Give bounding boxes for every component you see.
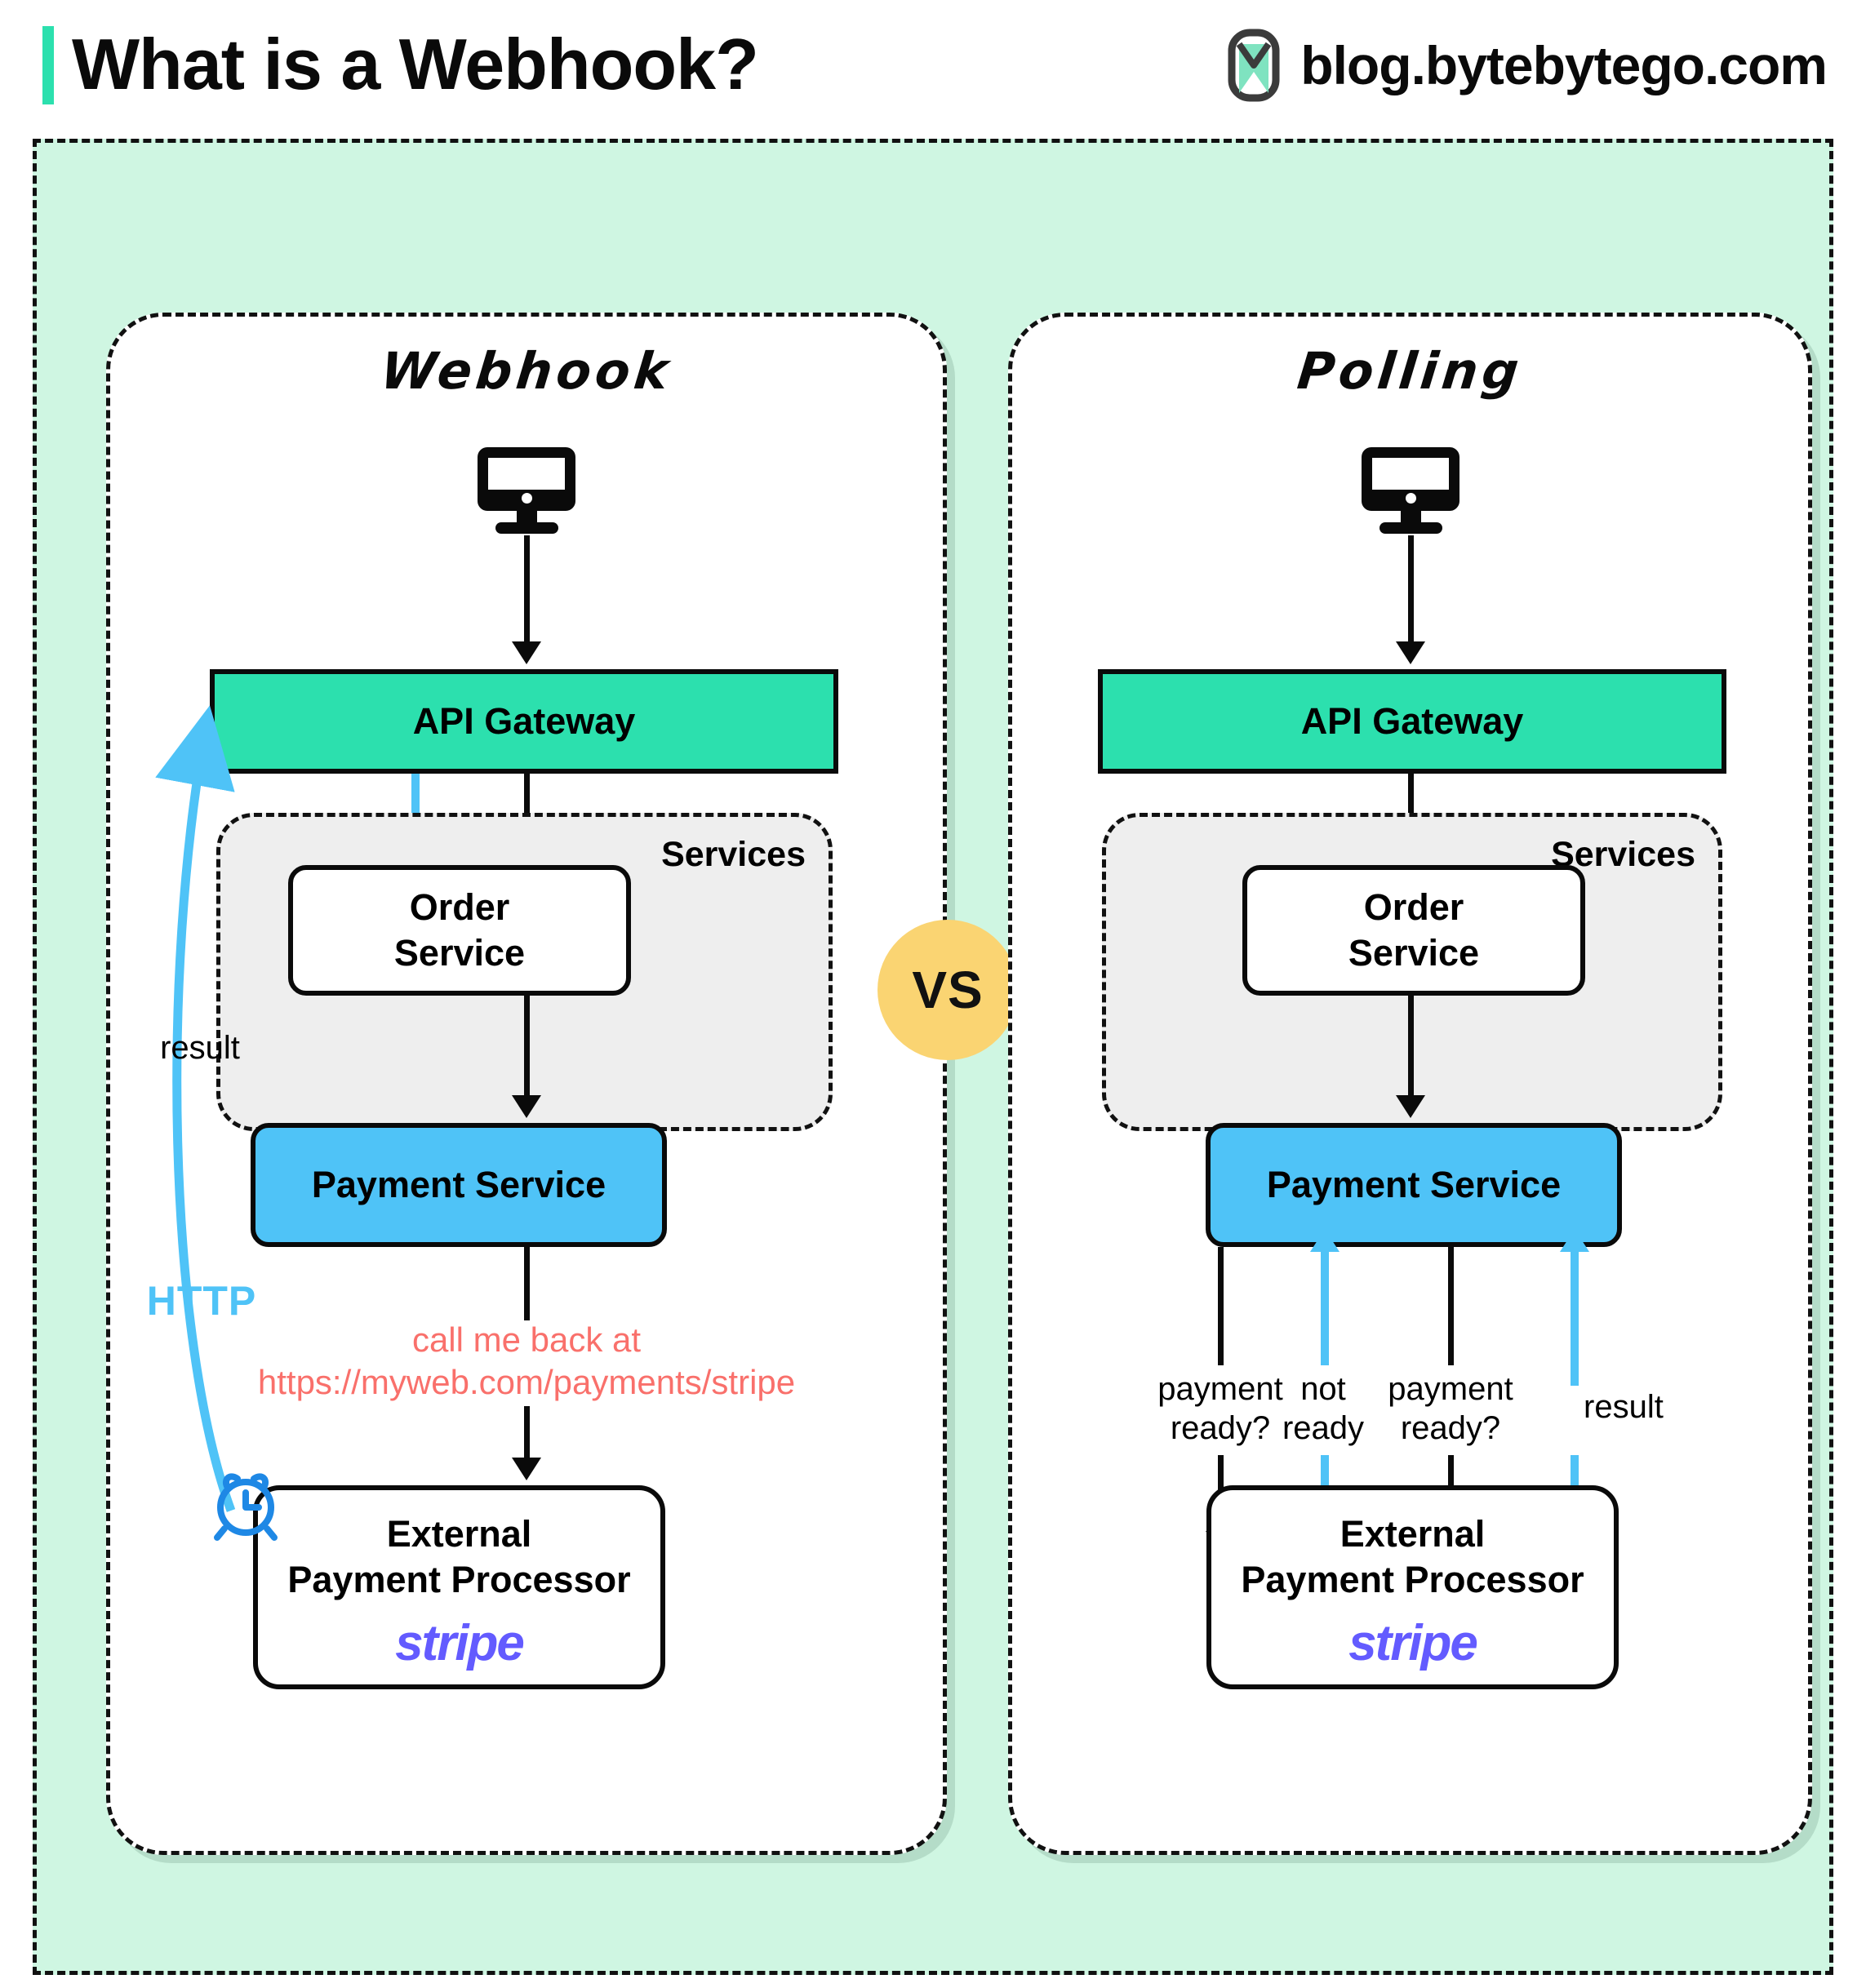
connector-order-payment (524, 996, 530, 1102)
monitor-icon (1361, 447, 1459, 534)
monitor-icon (478, 447, 575, 534)
connector-payment-external-a (524, 1247, 530, 1320)
vs-badge: VS (877, 920, 1018, 1060)
arrowhead-payment-external (512, 1458, 541, 1480)
payment-service-label: Payment Service (1266, 1164, 1562, 1205)
panel-title-polling: Polling (1295, 341, 1526, 401)
payment-service-label: Payment Service (311, 1164, 606, 1205)
arrowhead-order-payment (1395, 1095, 1425, 1118)
poll-arrow-2-up (1310, 1229, 1340, 1252)
arrowhead-order-payment (512, 1095, 541, 1118)
external-payment-processor-box[interactable]: External Payment Processor stripe (253, 1485, 665, 1689)
api-gateway-label: API Gateway (1300, 700, 1524, 742)
page-title: What is a Webhook? (72, 24, 759, 104)
panel-polling: Polling API Gateway Services Order Servi… (1008, 313, 1812, 1855)
comparison-container: Webhook API Gateway Services (33, 139, 1833, 1975)
connector-payment-external-b (524, 1406, 530, 1463)
order-service-label: Order Service (393, 886, 526, 974)
poll-label-1: payment ready? (1157, 1371, 1283, 1446)
payment-service-box[interactable]: Payment Service (1206, 1123, 1622, 1247)
http-label: HTTP (146, 1278, 257, 1324)
vs-label: VS (912, 961, 984, 1019)
poll-label-4: result (1584, 1389, 1664, 1425)
site-url: blog.bytebytego.com (1300, 35, 1828, 95)
arrowhead-client-gateway (1395, 641, 1425, 664)
payment-service-box[interactable]: Payment Service (251, 1123, 667, 1247)
poll-label-2: not ready (1282, 1371, 1365, 1446)
connector-order-payment (1407, 996, 1414, 1102)
order-service-box[interactable]: Order Service (1242, 865, 1585, 996)
api-gateway-box[interactable]: API Gateway (210, 669, 838, 774)
alarm-clock-icon (207, 1463, 285, 1542)
connector-client-gateway (1407, 535, 1414, 648)
poll-line-2 (1321, 1251, 1329, 1365)
order-service-label: Order Service (1348, 886, 1480, 974)
order-service-box[interactable]: Order Service (288, 865, 631, 996)
callback-note: call me back at https://myweb.com/paymen… (257, 1320, 796, 1401)
api-gateway-label: API Gateway (412, 700, 636, 742)
external-payment-processor-box[interactable]: External Payment Processor stripe (1206, 1485, 1619, 1689)
poll-line-3 (1448, 1247, 1454, 1365)
title-accent-bar (42, 26, 54, 104)
services-label: Services (661, 835, 806, 874)
stripe-logo: stripe (1348, 1615, 1478, 1671)
webhook-callback-curve (155, 705, 236, 1512)
page-header: What is a Webhook? blog.bytebytego.com (0, 0, 1866, 139)
stripe-logo: stripe (395, 1615, 525, 1671)
poll-label-3: payment ready? (1388, 1371, 1513, 1446)
bytebytego-logo-icon (1228, 29, 1280, 102)
api-gateway-box[interactable]: API Gateway (1098, 669, 1726, 774)
connector-client-gateway (524, 535, 530, 648)
poll-line-4 (1571, 1251, 1579, 1386)
poll-line-1 (1218, 1247, 1224, 1365)
poll-arrow-4-up (1560, 1229, 1589, 1252)
external-processor-label: External Payment Processor (287, 1513, 631, 1600)
panel-webhook: Webhook API Gateway Services (106, 313, 947, 1855)
result-label-webhook: result (160, 1030, 240, 1066)
brand-block: blog.bytebytego.com (1228, 29, 1828, 102)
arrowhead-client-gateway (512, 641, 541, 664)
external-processor-label: External Payment Processor (1241, 1513, 1584, 1600)
